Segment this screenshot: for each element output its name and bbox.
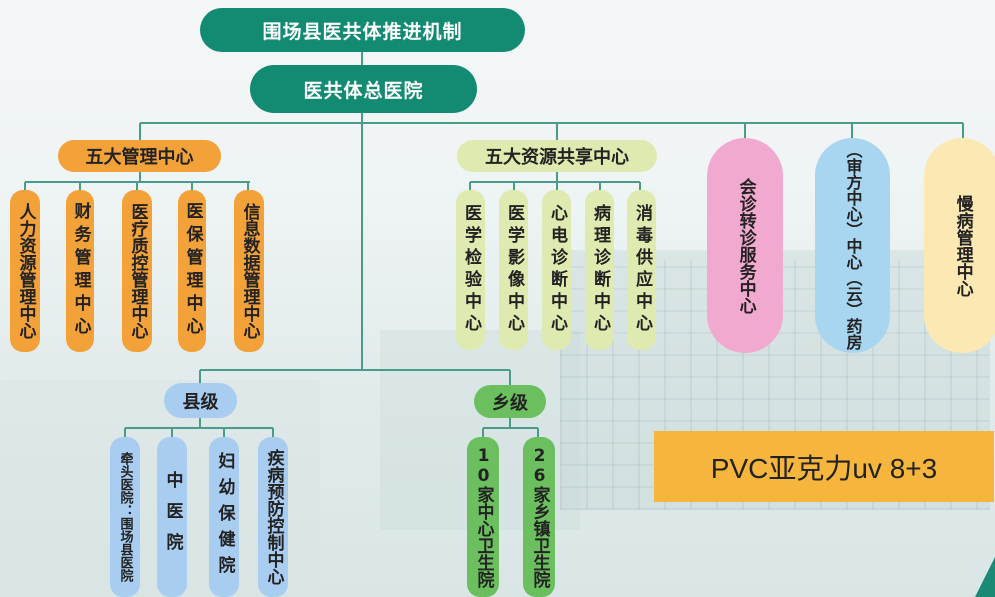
county-item: 中医院: [157, 437, 187, 597]
general-hospital-title: 医共体总医院: [250, 65, 477, 113]
management-header: 五大管理中心: [58, 140, 221, 172]
resource-item: 医学检验中心: [456, 190, 485, 350]
resource-item: 医学影像中心: [499, 190, 528, 350]
resource-item: 心电诊断中心: [542, 190, 571, 350]
management-item: 信息数据管理中心: [234, 190, 264, 352]
consult-referral-center: 会诊转诊服务中心: [707, 138, 783, 353]
county-item: 妇幼保健院: [209, 437, 239, 597]
township-item: 10家中心卫生院: [467, 437, 499, 597]
management-item: 财务管理中心: [66, 190, 94, 352]
township-header: 乡级: [474, 385, 546, 418]
management-item: 医保管理中心: [178, 190, 206, 352]
main-title: 围场县医共体推进机制: [200, 8, 525, 52]
management-item: 医疗质控管理中心: [122, 190, 152, 352]
corner-accent: [975, 557, 995, 597]
chronic-disease-center: 慢病管理中心: [924, 138, 995, 353]
township-item: 26家乡镇卫生院: [523, 437, 555, 597]
management-item: 人力资源管理中心: [10, 190, 40, 352]
county-item: 牵头医院：围场县医院: [110, 437, 140, 597]
resources-header: 五大资源共享中心: [457, 140, 657, 172]
resource-item: 病理诊断中心: [585, 190, 614, 350]
material-label: PVC亚克力uv 8+3: [654, 431, 994, 502]
resource-item: 消毒供应中心: [627, 190, 656, 350]
county-item: 疾病预防控制中心: [258, 437, 288, 597]
county-header: 县级: [164, 383, 237, 418]
cloud-pharmacy-center: （审方中心）中心（云）药房: [815, 138, 890, 353]
